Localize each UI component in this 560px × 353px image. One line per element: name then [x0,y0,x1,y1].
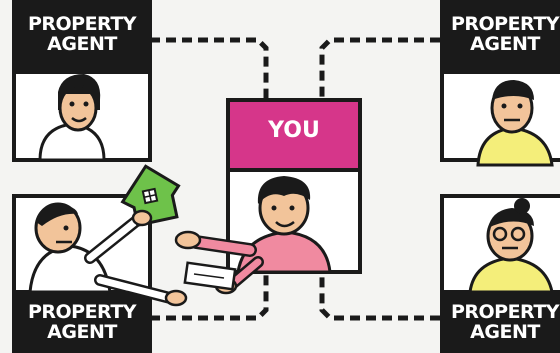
connector-bottom-left [150,270,269,321]
connector-top-right [319,37,440,100]
you-panel [174,98,362,295]
agent-panel-top-left [12,0,152,162]
agent-panel-top-right [440,0,560,167]
agent-label-line1: PROPERTY [450,13,560,35]
agent-panel-bottom-right [440,194,560,353]
agent-label-line1: PROPERTY [27,13,137,35]
agent-panel-bottom-left [12,194,188,353]
agent-label-bottom-right: PROPERTY AGENT [440,302,560,342]
cheque [183,261,237,291]
agent-label-line2: AGENT [470,33,540,55]
agent-label-line2: AGENT [470,321,540,343]
house-icon [120,164,181,227]
agent-label-line2: AGENT [47,321,117,343]
agent-label-top-left: PROPERTY AGENT [12,14,152,54]
agent-label-bottom-left: PROPERTY AGENT [12,302,152,342]
connector-bottom-right [319,270,440,321]
agent-label-line1: PROPERTY [27,301,137,323]
connectors [150,37,440,321]
connector-top-left [150,37,269,100]
agent-label-line2: AGENT [47,33,117,55]
agent-label-top-right: PROPERTY AGENT [440,14,560,54]
agent-label-line1: PROPERTY [450,301,560,323]
you-label: YOU [268,118,320,143]
